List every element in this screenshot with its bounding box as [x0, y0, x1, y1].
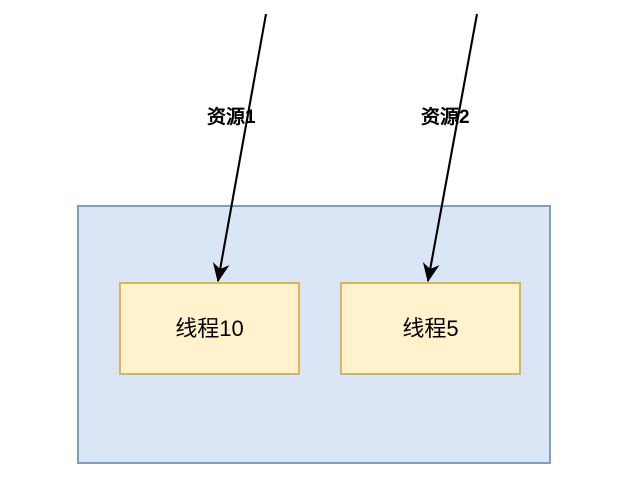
edge-label-resource-1: 资源1 — [207, 107, 256, 128]
thread-node-thread-10[interactable]: 线程10 — [119, 282, 300, 375]
thread-node-label: 线程5 — [402, 315, 459, 341]
edge-label-resource-2: 资源2 — [421, 107, 470, 128]
thread-node-thread-5[interactable]: 线程5 — [340, 282, 521, 375]
thread-node-label: 线程10 — [175, 315, 244, 341]
